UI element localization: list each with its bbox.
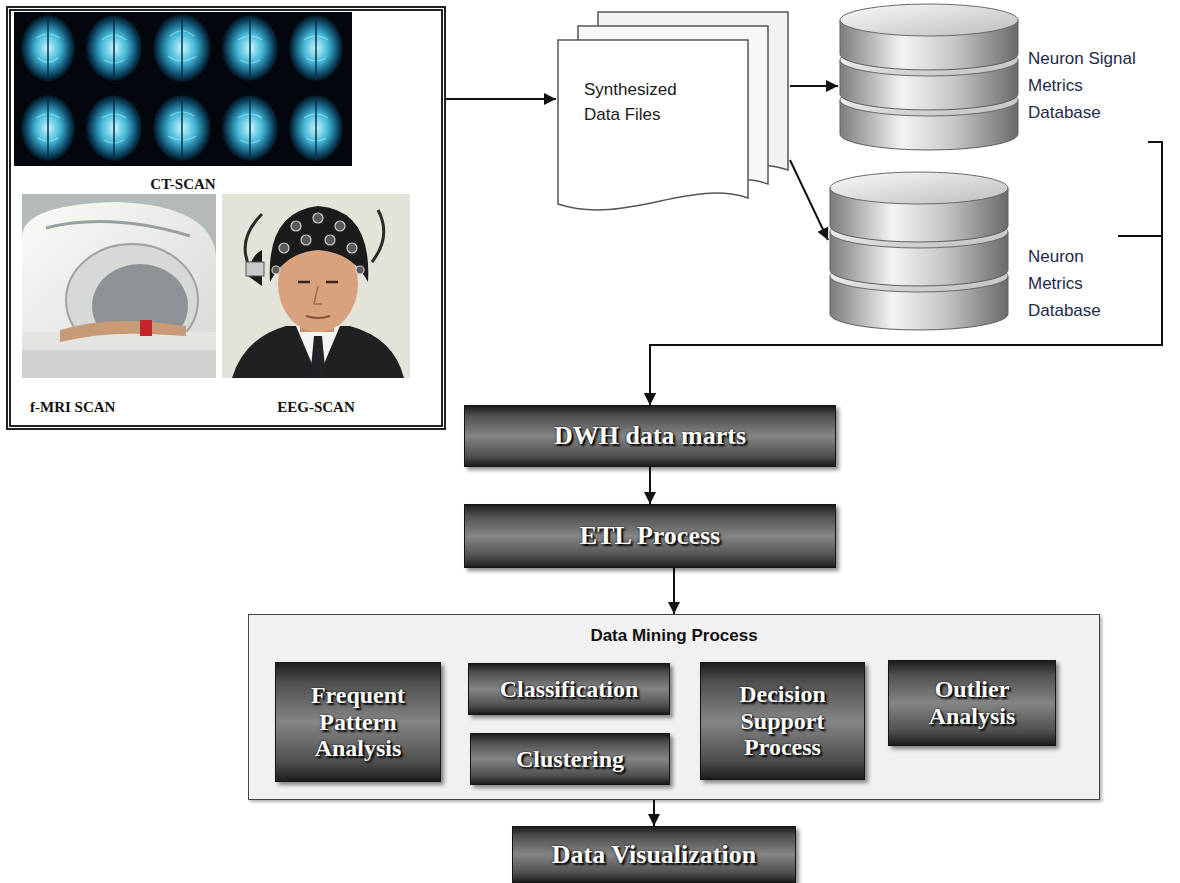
fmri-image xyxy=(22,194,216,378)
scan-panel: CT-SCAN f-MRI SCAN EEG-SCAN xyxy=(6,6,446,430)
process-box: Data Visualization xyxy=(512,826,796,883)
flow-arrow xyxy=(653,800,655,826)
database-cylinder: Neuron Signal Metrics Database xyxy=(838,2,1148,152)
flow-arrow xyxy=(790,85,838,87)
mining-label: Frequent Pattern Analysis xyxy=(284,682,432,763)
mining-box: Clustering xyxy=(470,733,670,785)
flow-arrow xyxy=(673,568,675,614)
process-label: ETL Process xyxy=(473,521,827,550)
files-label: Synthesized Data Files xyxy=(584,78,696,127)
scan-caption: EEG-SCAN xyxy=(222,398,410,416)
scan-caption: f-MRI SCAN xyxy=(30,398,115,416)
mining-box: Decision Support Process xyxy=(700,662,865,780)
cylinder-outline xyxy=(828,170,1012,332)
process-box: ETL Process xyxy=(464,504,836,568)
process-label: Data Visualization xyxy=(521,840,787,869)
database-label: Neuron Metrics Database xyxy=(1028,243,1128,324)
data-files-stack: Synthesized Data Files xyxy=(556,10,790,218)
flow-arrow xyxy=(649,467,651,504)
flow-arrow xyxy=(790,160,828,240)
database-label: Neuron Signal Metrics Database xyxy=(1028,45,1148,126)
eeg-image xyxy=(222,194,410,378)
ct-image xyxy=(14,12,352,166)
mining-label: Outlier Analysis xyxy=(897,676,1047,730)
process-label: DWH data marts xyxy=(473,421,827,450)
process-box: DWH data marts xyxy=(464,405,836,467)
mining-label: Decision Support Process xyxy=(709,681,856,762)
cylinder-outline xyxy=(838,2,1022,152)
database-cylinder: Neuron Metrics Database xyxy=(828,170,1118,332)
process-group: Data Mining ProcessFrequent Pattern Anal… xyxy=(248,614,1100,800)
mining-box: Classification xyxy=(468,663,670,715)
group-title: Data Mining Process xyxy=(249,615,1099,646)
mining-label: Classification xyxy=(477,676,661,703)
scan-caption: CT-SCAN xyxy=(14,175,352,193)
flow-arrow xyxy=(446,98,556,100)
mining-box: Outlier Analysis xyxy=(888,660,1056,746)
mining-label: Clustering xyxy=(479,746,661,773)
mining-box: Frequent Pattern Analysis xyxy=(275,662,441,782)
